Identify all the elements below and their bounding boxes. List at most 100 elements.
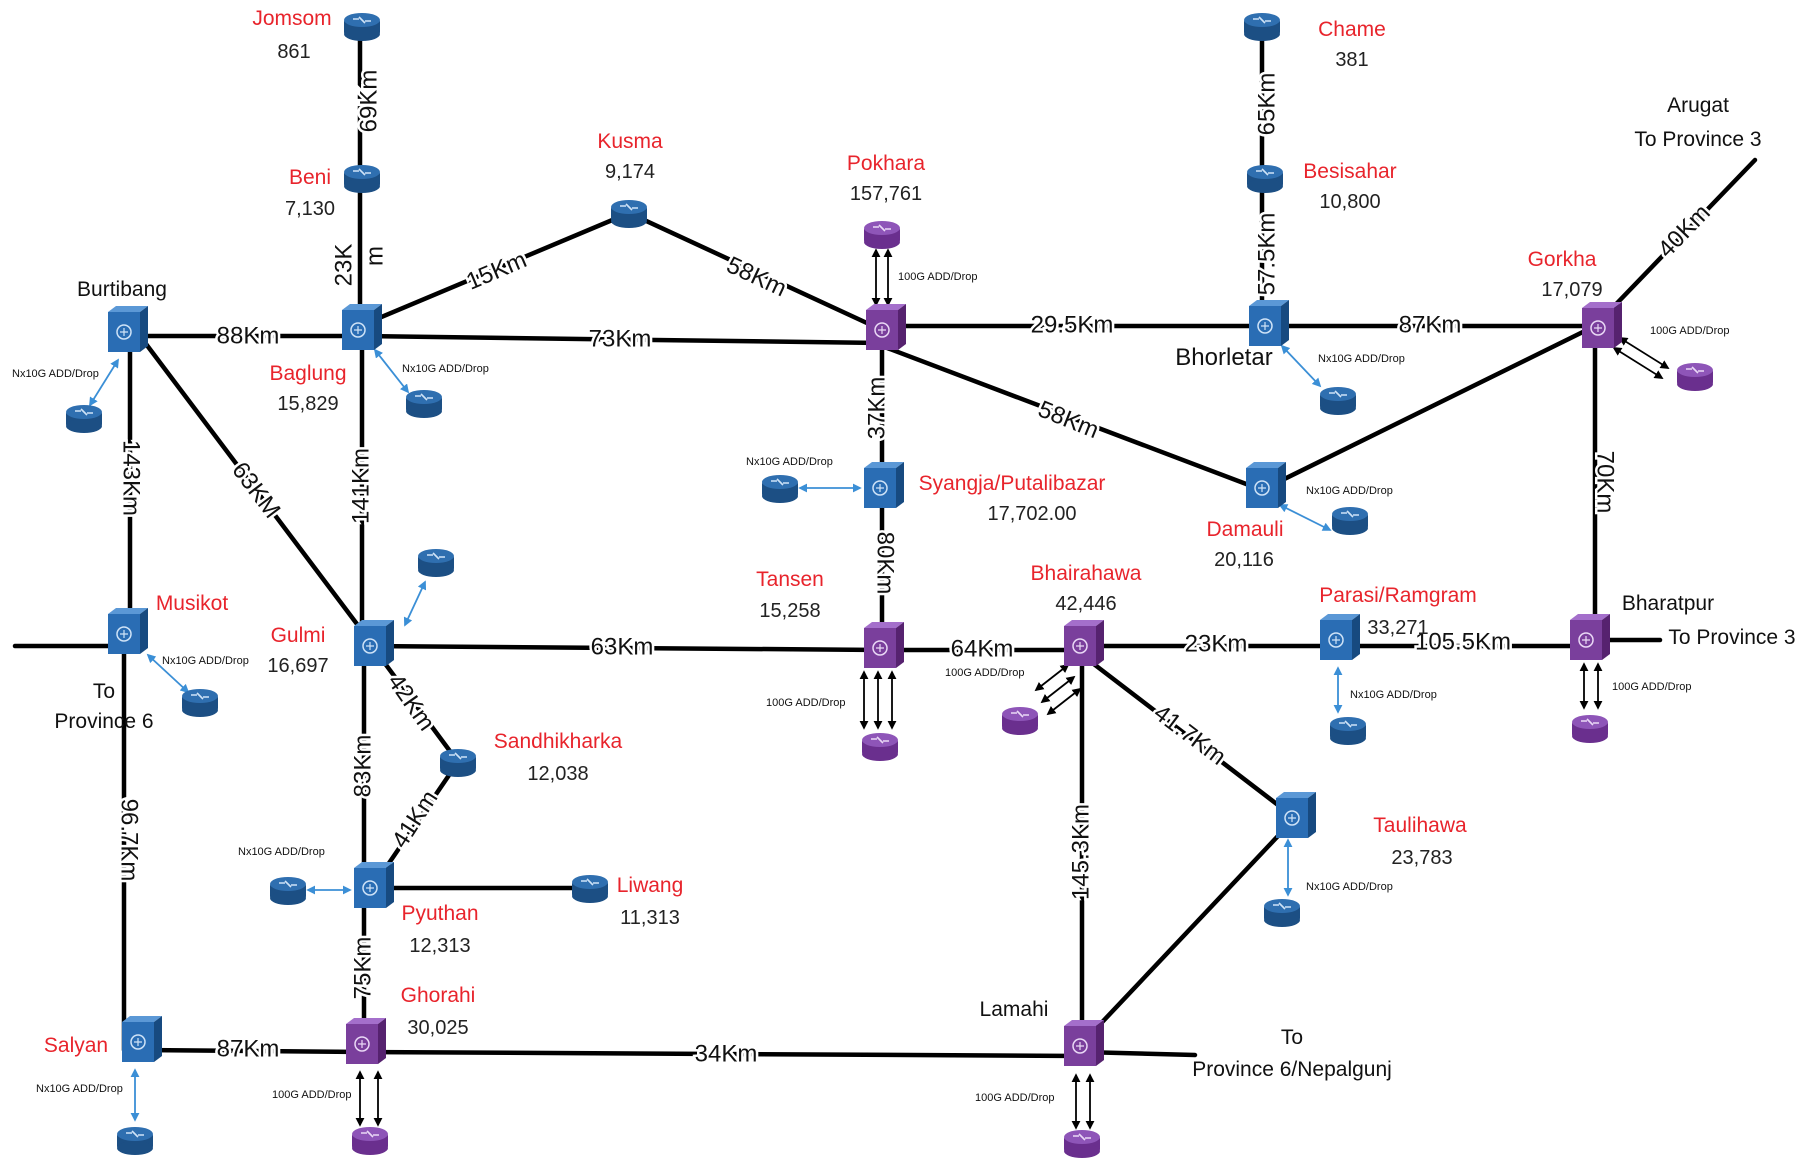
- drop-arrows-pokhara: [871, 248, 893, 307]
- link-salyan-ghorahi: [137, 1047, 367, 1055]
- switch-icon-syangja[interactable]: [863, 461, 905, 509]
- drop-label-syangja: Nx10G ADD/Drop: [746, 456, 833, 468]
- drop-label-lamahi: 100G ADD/Drop: [975, 1092, 1054, 1104]
- router-icon-damauli-drop[interactable]: [1331, 506, 1369, 536]
- router-icon-bhairahawa-drop[interactable]: [1001, 706, 1039, 736]
- node-name-salyan: Salyan: [44, 1034, 108, 1057]
- router-icon-liwang[interactable]: [571, 874, 609, 904]
- switch-icon-parasi[interactable]: [1319, 613, 1361, 661]
- switch-icon-baglung[interactable]: [341, 303, 383, 351]
- link-pokhara-damauli: [879, 343, 1265, 493]
- distance-baglung-pokhara: 73Km: [589, 325, 652, 352]
- label-to: To: [93, 680, 115, 703]
- node-pop-kusma: 9,174: [605, 161, 655, 183]
- router-icon-gorkha-drop[interactable]: [1676, 362, 1714, 392]
- distance-pokhara-syangja: 37Km: [863, 377, 890, 440]
- link-gorkha-arugat: [1592, 157, 1758, 329]
- distance-chame-besisahar: 65Km: [1253, 73, 1280, 136]
- drop-arrow-baglung: [373, 348, 410, 394]
- label-bhorletar: Bhorletar: [1175, 344, 1272, 371]
- node-name-musikot: Musikot: [156, 592, 229, 615]
- router-icon-bharatpur-drop[interactable]: [1571, 714, 1609, 744]
- node-name-liwang: Liwang: [617, 874, 684, 897]
- node-name-chame: Chame: [1318, 18, 1386, 41]
- switch-icon-musikot[interactable]: [107, 607, 149, 655]
- drop-arrow-damauli: [1278, 504, 1332, 531]
- drop-label-parasi: Nx10G ADD/Drop: [1350, 689, 1437, 701]
- node-name-damauli: Damauli: [1206, 518, 1283, 541]
- drop-label-ghorahi: 100G ADD/Drop: [272, 1089, 351, 1101]
- link-burtibang-gulmi: [137, 333, 375, 647]
- drop-label-taulihawa: Nx10G ADD/Drop: [1306, 881, 1393, 893]
- router-icon-besisahar[interactable]: [1246, 164, 1284, 194]
- node-name-taulihawa: Taulihawa: [1373, 814, 1467, 837]
- router-icon-parasi-drop[interactable]: [1329, 716, 1367, 746]
- distance-tansen-bhairahawa: 64Km: [951, 635, 1014, 662]
- node-pop-jomsom: 861: [277, 41, 310, 63]
- distance-sandhikharka-pyuthan: 41Km: [387, 786, 444, 853]
- node-name-pyuthan: Pyuthan: [401, 902, 478, 925]
- router-icon-salyan-drop[interactable]: [116, 1126, 154, 1156]
- router-icon-chame[interactable]: [1243, 12, 1281, 42]
- node-name-kusma: Kusma: [597, 130, 663, 153]
- switch-icon-tansen[interactable]: [863, 621, 905, 669]
- drop-label-pokhara: 100G ADD/Drop: [898, 271, 977, 283]
- distance-salyan-ghorahi: 87Km: [217, 1035, 280, 1062]
- router-icon-tansen-drop[interactable]: [861, 732, 899, 762]
- switch-icon-taulihawa[interactable]: [1275, 791, 1317, 839]
- switch-icon-gulmi[interactable]: [353, 619, 395, 667]
- drop-label-tansen: 100G ADD/Drop: [766, 697, 845, 709]
- switch-icon-burtibang[interactable]: [107, 305, 149, 353]
- switch-icon-salyan[interactable]: [121, 1015, 163, 1063]
- node-pop-taulihawa: 23,783: [1391, 847, 1452, 869]
- router-icon-pokhara-drop[interactable]: [863, 220, 901, 250]
- node-pop-pokhara: 157,761: [850, 183, 922, 205]
- distance-bhairahawa-taulihawa: 41.7Km: [1149, 699, 1231, 770]
- switch-icon-pyuthan[interactable]: [353, 861, 395, 909]
- switch-icon-bhairahawa[interactable]: [1063, 619, 1105, 667]
- router-icon-bhorletar-drop[interactable]: [1319, 386, 1357, 416]
- distance-musikot-salyan: 96.7Km: [116, 799, 143, 882]
- drop-label-musikot: Nx10G ADD/Drop: [162, 655, 249, 667]
- drop-arrows-tansen: [859, 670, 897, 730]
- node-pop-syangja: 17,702.00: [988, 503, 1077, 525]
- distance-burtibang-gulmi: 63KM: [226, 457, 285, 523]
- switch-icon-bhorletar[interactable]: [1248, 299, 1290, 347]
- router-icon-burtibang-drop[interactable]: [65, 404, 103, 434]
- node-name-baglung: Baglung: [269, 362, 346, 385]
- router-icon-musikot-drop[interactable]: [181, 688, 219, 718]
- node-pop-sandhikharka: 12,038: [527, 763, 588, 785]
- router-icon-ghorahi-drop[interactable]: [351, 1126, 389, 1156]
- switch-icon-pokhara[interactable]: [865, 303, 907, 351]
- drop-arrows-lamahi: [1071, 1073, 1095, 1130]
- distance-bhairahawa-lamahi: 145.3Km: [1067, 804, 1094, 900]
- router-icon-kusma[interactable]: [610, 199, 648, 229]
- router-icon-sandhikharka[interactable]: [439, 748, 477, 778]
- drop-label-salyan: Nx10G ADD/Drop: [36, 1083, 123, 1095]
- distance-baglung-kusma: 15Km: [462, 246, 530, 295]
- link-taulihawa-lamahi: [1087, 815, 1298, 1038]
- distance-pokhara-bhorletar: 29.5Km: [1031, 311, 1114, 338]
- router-icon-pyuthan-drop[interactable]: [269, 876, 307, 906]
- router-icon-gulmi-drop[interactable]: [417, 548, 455, 578]
- router-icon-syangja-drop[interactable]: [761, 474, 799, 504]
- distance-burtibang-baglung: 88Km: [217, 322, 280, 349]
- node-pop-baglung: 15,829: [277, 393, 338, 415]
- node-name-beni: Beni: [289, 166, 331, 189]
- drop-arrows-bharatpur: [1579, 662, 1603, 710]
- router-icon-lamahi-drop[interactable]: [1063, 1129, 1101, 1159]
- router-icon-baglung-drop[interactable]: [405, 389, 443, 419]
- node-pop-gulmi: 16,697: [267, 655, 328, 677]
- switch-icon-gorkha[interactable]: [1581, 301, 1623, 349]
- router-icon-beni[interactable]: [343, 164, 381, 194]
- router-icon-taulihawa-drop[interactable]: [1263, 898, 1301, 928]
- drop-arrows-ghorahi: [355, 1070, 383, 1127]
- distance-pokhara-damauli: 58Km: [1034, 396, 1102, 445]
- switch-icon-ghorahi[interactable]: [345, 1017, 387, 1065]
- switch-icon-bharatpur[interactable]: [1569, 613, 1611, 661]
- node-pop-besisahar: 10,800: [1319, 191, 1380, 213]
- router-icon-jomsom[interactable]: [343, 12, 381, 42]
- switch-icon-lamahi[interactable]: [1063, 1019, 1105, 1067]
- link-kusma-pokhara: [626, 210, 885, 333]
- switch-icon-damauli[interactable]: [1245, 461, 1287, 509]
